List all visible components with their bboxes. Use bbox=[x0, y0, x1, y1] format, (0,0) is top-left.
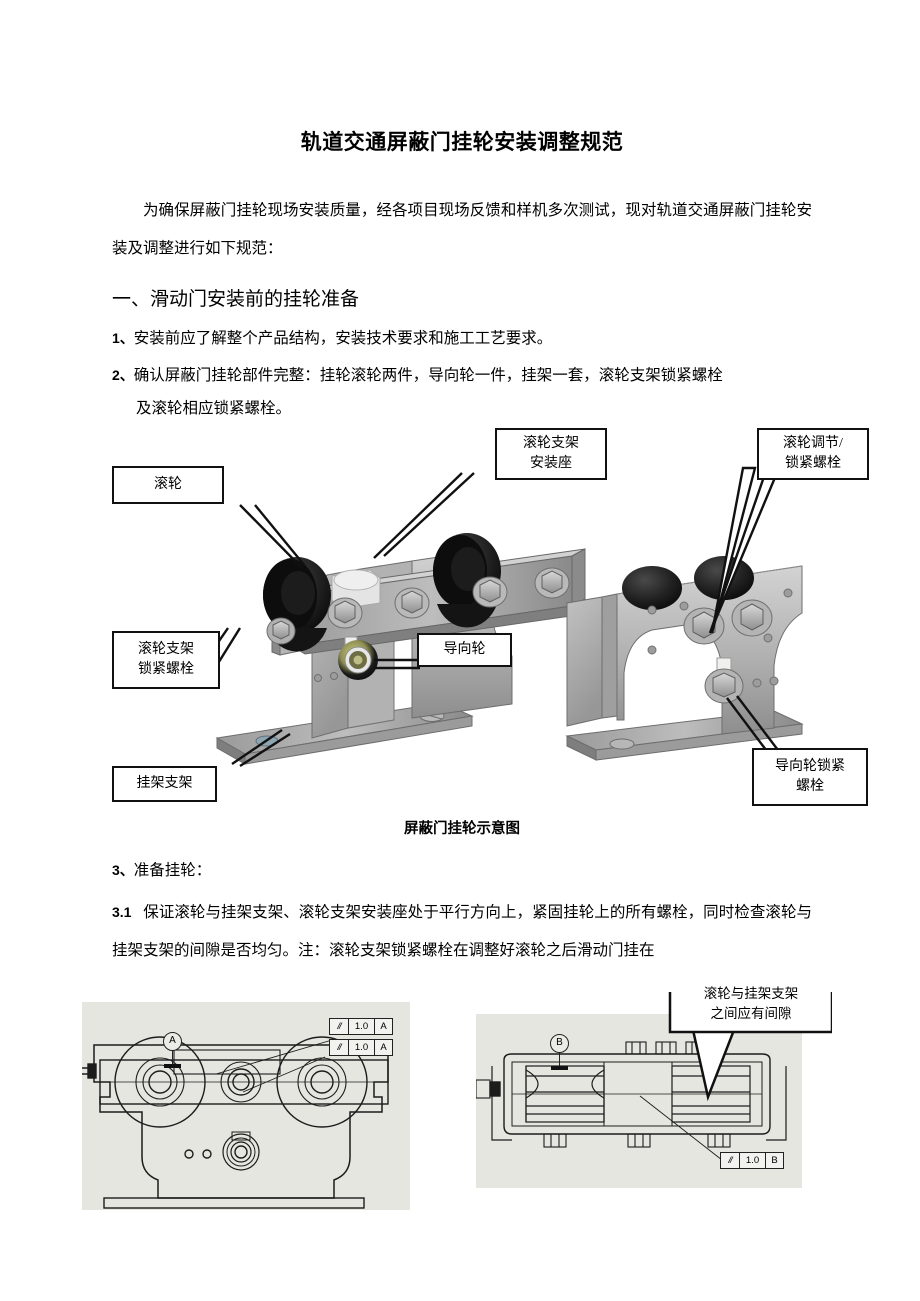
gdt-datum: B bbox=[771, 1155, 778, 1166]
callout-line: 滚轮支架 bbox=[138, 642, 194, 657]
list-item-text: 确认屏蔽门挂轮部件完整：挂轮滚轮两件，导向轮一件，挂架一套，滚轮支架锁紧螺栓 bbox=[133, 367, 723, 384]
left-assembly bbox=[215, 533, 586, 765]
gdt-datum: A bbox=[380, 1042, 387, 1053]
datum-stem bbox=[558, 1053, 561, 1066]
callout-roller-bracket-seat: 滚轮支架 安装座 bbox=[495, 428, 607, 480]
callout-roller-adjust-bolt: 滚轮调节/ 锁紧螺栓 bbox=[757, 428, 869, 480]
list-item: 2、确认屏蔽门挂轮部件完整：挂轮滚轮两件，导向轮一件，挂架一套，滚轮支架锁紧螺栓… bbox=[112, 357, 812, 424]
figure-hanger-assembly: 滚轮 滚轮支架 安装座 滚轮调节/ 锁紧螺栓 滚轮支架 锁紧螺栓 导向轮 挂架支… bbox=[112, 428, 869, 813]
gdt-tolerance: 1.0 bbox=[349, 1040, 375, 1055]
callout-line: 滚轮 bbox=[154, 477, 182, 492]
list-item: 3、准备挂轮： bbox=[112, 838, 812, 889]
callout-guide-wheel-bolt: 导向轮锁紧 螺栓 bbox=[752, 748, 868, 806]
callout-line: 锁紧螺栓 bbox=[785, 456, 841, 471]
figure-cad-views: A // 1.0 A // 1.0 A bbox=[72, 986, 832, 1222]
leader-lines bbox=[196, 472, 785, 768]
list-item-text: 安装前应了解整个产品结构，安装技术要求和施工工艺要求。 bbox=[133, 330, 553, 347]
assembly-3d-drawing bbox=[196, 466, 804, 768]
page-title: 轨道交通屏蔽门挂轮安装调整规范 bbox=[300, 130, 624, 154]
list-item-number: 2、 bbox=[112, 367, 134, 383]
gdt-symbol: // bbox=[721, 1153, 740, 1168]
list-item-text: 准备挂轮： bbox=[133, 862, 212, 879]
roller-adjust-bolt-b bbox=[731, 599, 773, 637]
gdt-datum: A bbox=[380, 1021, 387, 1032]
roller-left bbox=[263, 557, 331, 633]
guide-wheel-lock-bolt bbox=[704, 657, 744, 704]
right-assembly bbox=[565, 556, 804, 761]
note-line: 滚轮与挂架支架 bbox=[703, 986, 799, 1001]
guide-wheel-left bbox=[338, 636, 378, 680]
step-text: 保证滚轮与挂架支架、滚轮支架安装座处于平行方向上，紧固挂轮上的所有螺栓，同时检查… bbox=[112, 904, 813, 959]
note-line: 之间应有间隙 bbox=[710, 1006, 792, 1021]
list-item-number: 3、 bbox=[112, 862, 134, 878]
callout-line: 锁紧螺栓 bbox=[138, 662, 194, 677]
datum-bar bbox=[551, 1066, 568, 1070]
datum-bar bbox=[164, 1064, 181, 1068]
gdt-symbol: // bbox=[330, 1019, 349, 1034]
leader-wedges bbox=[708, 466, 781, 634]
list-item-number: 1、 bbox=[112, 330, 134, 346]
figure-caption: 屏蔽门挂轮示意图 bbox=[404, 821, 520, 837]
callout-line: 滚轮调节/ bbox=[783, 436, 843, 451]
callout-hanger-bracket: 挂架支架 bbox=[112, 766, 217, 802]
gdt-frame-a2: // 1.0 A bbox=[329, 1039, 393, 1056]
list-item: 1、安装前应了解整个产品结构，安装技术要求和施工工艺要求。 bbox=[112, 320, 812, 357]
cad-note-clearance: 滚轮与挂架支架 之间应有间隙 bbox=[670, 976, 832, 1032]
callout-roller: 滚轮 bbox=[112, 466, 224, 504]
callout-line: 安装座 bbox=[530, 456, 572, 471]
callout-roller-bracket-bolt: 滚轮支架 锁紧螺栓 bbox=[112, 631, 220, 689]
gdt-tolerance: 1.0 bbox=[349, 1019, 375, 1034]
gdt-frame-b1: // 1.0 B bbox=[720, 1152, 784, 1169]
gdt-tolerance: 1.0 bbox=[740, 1153, 766, 1168]
gdt-symbol: // bbox=[330, 1040, 349, 1055]
callout-guide-wheel: 导向轮 bbox=[417, 633, 512, 667]
callout-line: 滚轮支架 bbox=[523, 436, 579, 451]
callout-line: 导向轮 bbox=[443, 642, 486, 657]
bolt-row bbox=[327, 567, 570, 629]
step-3-1: 3.1 保证滚轮与挂架支架、滚轮支架安装座处于平行方向上，紧固挂轮上的所有螺栓，… bbox=[112, 889, 812, 970]
bracket-lock-bolt bbox=[266, 617, 296, 645]
callout-line: 导向轮锁紧 bbox=[775, 759, 845, 774]
datum-marker-b: B bbox=[550, 1034, 569, 1070]
list-item-continuation: 及滚轮相应锁紧螺栓。 bbox=[136, 400, 292, 417]
page-content: 轨道交通屏蔽门挂轮安装调整规范 为确保屏蔽门挂轮现场安装质量，经各项目现场反馈和… bbox=[82, 0, 869, 1222]
datum-marker-a: A bbox=[163, 1032, 182, 1068]
datum-letter: A bbox=[163, 1032, 182, 1051]
gdt-frame-a1: // 1.0 A bbox=[329, 1018, 393, 1035]
section-heading-1: 一、滑动门安装前的挂轮准备 bbox=[112, 289, 360, 310]
datum-stem bbox=[171, 1051, 174, 1064]
datum-letter: B bbox=[550, 1034, 569, 1053]
cad-panel-front-view bbox=[82, 1002, 410, 1210]
cad-front-view-drawing bbox=[82, 1036, 389, 1209]
step-number: 3.1 bbox=[112, 904, 132, 920]
intro-paragraph: 为确保屏蔽门挂轮现场安装质量，经各项目现场反馈和样机多次测试，现对轨道交通屏蔽门… bbox=[112, 202, 812, 257]
callout-line: 挂架支架 bbox=[136, 776, 193, 791]
callout-line: 螺栓 bbox=[796, 779, 824, 794]
